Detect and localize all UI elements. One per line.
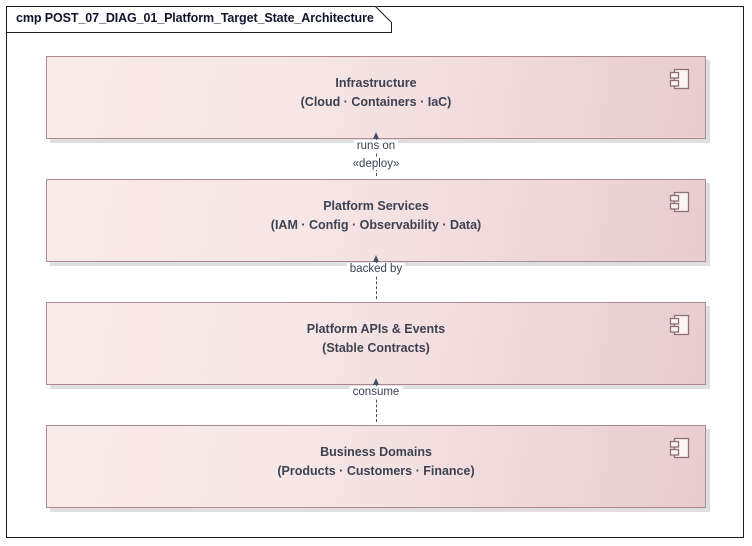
connector-line: [376, 139, 377, 176]
component-infrastructure[interactable]: Infrastructure (Cloud · Containers · IaC…: [46, 56, 706, 139]
component-name: Platform APIs & Events: [306, 322, 446, 336]
connector-label: backed by: [346, 263, 406, 275]
component-subtitle: (Stable Contracts): [322, 341, 430, 355]
component-name: Platform Services: [323, 199, 429, 213]
component-platform-services[interactable]: Platform Services (IAM · Config · Observ…: [46, 179, 706, 262]
component-name: Business Domains: [320, 445, 432, 459]
component-name: Infrastructure: [335, 76, 417, 90]
uml-component-icon: [669, 191, 690, 213]
connector-stereotype: «deploy»: [349, 158, 403, 170]
connector-label: runs on: [353, 140, 399, 152]
connector-line: [376, 385, 377, 422]
connector-arrowhead: [373, 132, 379, 139]
diagram-title: cmp POST_07_DIAG_01_Platform_Target_Stat…: [16, 11, 374, 25]
component-subtitle: (Products · Customers · Finance): [277, 464, 475, 478]
component-label-group: Business Domains (Products · Customers ·…: [47, 443, 705, 480]
connector-line: [376, 262, 377, 299]
uml-component-icon: [669, 314, 690, 336]
uml-component-icon: [669, 68, 690, 90]
component-label-group: Platform APIs & Events (Stable Contracts…: [47, 320, 705, 357]
connector-arrowhead: [373, 255, 379, 262]
component-label-group: Platform Services (IAM · Config · Observ…: [47, 197, 705, 234]
component-subtitle: (IAM · Config · Observability · Data): [270, 218, 482, 232]
connector-arrowhead: [373, 378, 379, 385]
connector-label: consume: [349, 386, 403, 398]
component-subtitle: (Cloud · Containers · IaC): [300, 95, 452, 109]
component-business-domains[interactable]: Business Domains (Products · Customers ·…: [46, 425, 706, 508]
component-label-group: Infrastructure (Cloud · Containers · IaC…: [47, 74, 705, 111]
uml-component-icon: [669, 437, 690, 459]
component-platform-apis-events[interactable]: Platform APIs & Events (Stable Contracts…: [46, 302, 706, 385]
